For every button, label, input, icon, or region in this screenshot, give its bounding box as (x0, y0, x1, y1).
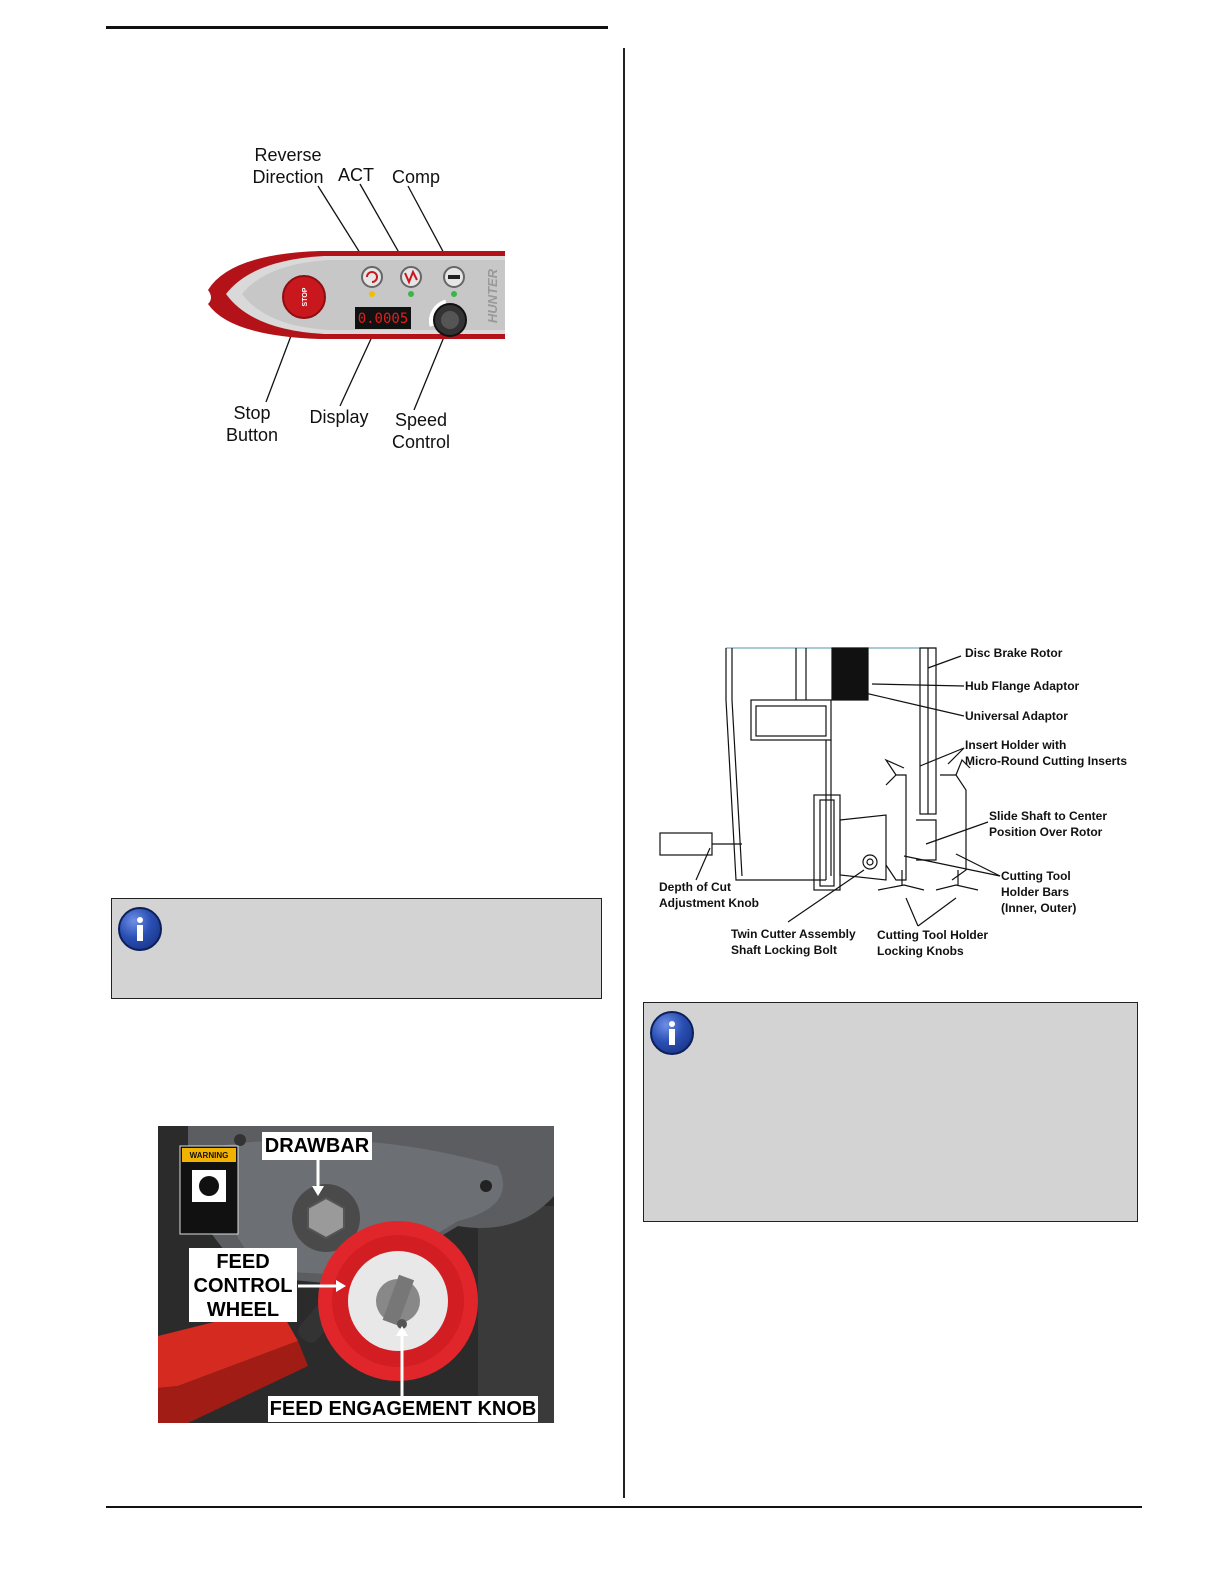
comp-label: Comp (391, 167, 440, 187)
stop-button-graphic (282, 275, 326, 319)
column-divider (623, 48, 625, 1498)
hunter-logo-text: HUNTER (485, 268, 500, 323)
info-note-box-left (111, 898, 602, 999)
display-label: Display (309, 407, 369, 427)
feed-control-wheel-label: FEED CONTROL WHEEL (189, 1248, 297, 1322)
control-panel-drawing: STOP 0.0005 HUNTER (208, 183, 505, 411)
reverse-direction-label: Reverse Direction (252, 145, 324, 187)
feed-control-photo: WARNING DRAWBAR FEED CONTROL WHEEL FEED … (158, 1126, 554, 1423)
info-icon (118, 907, 162, 951)
hub-flange-adaptor-label: Hub Flange Adaptor (965, 679, 1080, 693)
header-rule (106, 26, 608, 29)
twin-cutter-label: Twin Cutter Assembly Shaft Locking Bolt (731, 927, 856, 957)
footer-rule (106, 1506, 1142, 1508)
universal-adaptor-label: Universal Adaptor (965, 709, 1068, 723)
speed-control-label: Speed Control (391, 410, 451, 452)
locking-knobs-label: Cutting Tool Holder Locking Knobs (877, 928, 989, 958)
control-panel-figure: STOP 0.0005 HUNTER Reverse Direction ACT… (200, 140, 520, 460)
stop-button-label: Stop Button (225, 403, 279, 445)
disc-brake-rotor-label: Disc Brake Rotor (965, 646, 1063, 660)
display-readout: 0.0005 (358, 311, 409, 327)
slide-shaft-label: Slide Shaft to Center Position Over Roto… (989, 809, 1108, 839)
rotor-lathe-diagram: Disc Brake Rotor Hub Flange Adaptor Univ… (656, 640, 1136, 970)
feed-engagement-knob-label: FEED ENGAGEMENT KNOB (268, 1396, 538, 1422)
info-note-box-right (643, 1002, 1138, 1222)
depth-of-cut-label: Depth of Cut Adjustment Knob (659, 880, 759, 910)
warning-sticker-text: WARNING (190, 1151, 229, 1160)
info-icon (650, 1011, 694, 1055)
cutting-tool-holder-bars-label: Cutting Tool Holder Bars (Inner, Outer) (1001, 869, 1077, 915)
act-label: ACT (338, 165, 374, 185)
stop-button-text: STOP (302, 287, 309, 306)
rotor-diagram-drawing (659, 647, 1001, 927)
insert-holder-label: Insert Holder with Micro-Round Cutting I… (965, 738, 1127, 768)
feed-photo-drawing: WARNING (158, 1126, 554, 1423)
drawbar-label: DRAWBAR (262, 1132, 372, 1160)
